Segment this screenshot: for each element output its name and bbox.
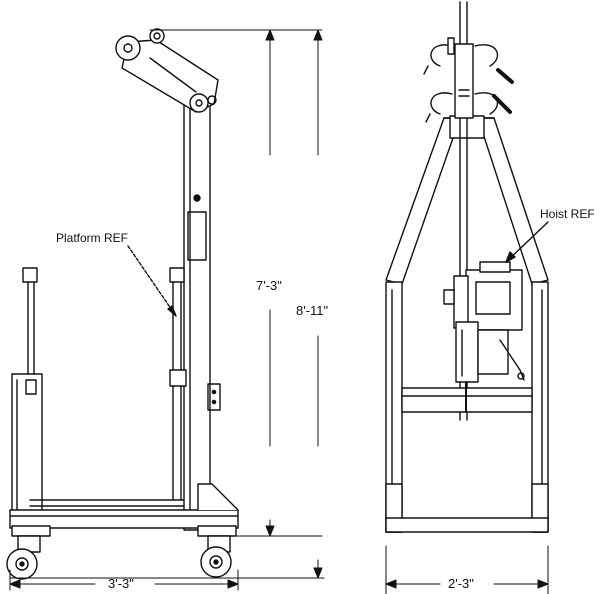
- pivot-wheel: [189, 93, 209, 113]
- mast: [183, 94, 211, 531]
- dim-8-11-label: 8'-11": [296, 303, 329, 318]
- dimension-lines: [9, 29, 325, 591]
- front-dimension: [385, 545, 549, 594]
- dim-3-3-label: 3'-3": [108, 576, 134, 591]
- side-view: [6, 28, 239, 580]
- dim-2-3-label: 2'-3": [448, 576, 474, 591]
- mast-bracket: [207, 383, 221, 411]
- platform: [11, 267, 187, 513]
- hoist: [443, 261, 525, 413]
- dim-7-3-label: 7'-3": [256, 278, 282, 293]
- a-frame: [385, 117, 461, 285]
- caster-left: [6, 535, 41, 580]
- caster-right: [200, 535, 232, 578]
- platform-ref-label: Platform REF: [56, 231, 128, 245]
- base-frame: [9, 509, 239, 529]
- front-view: [385, 1, 549, 533]
- sheave-top: [115, 35, 141, 61]
- hoist-ref-label: Hoist REF: [540, 207, 595, 221]
- mast-plate: [187, 211, 207, 261]
